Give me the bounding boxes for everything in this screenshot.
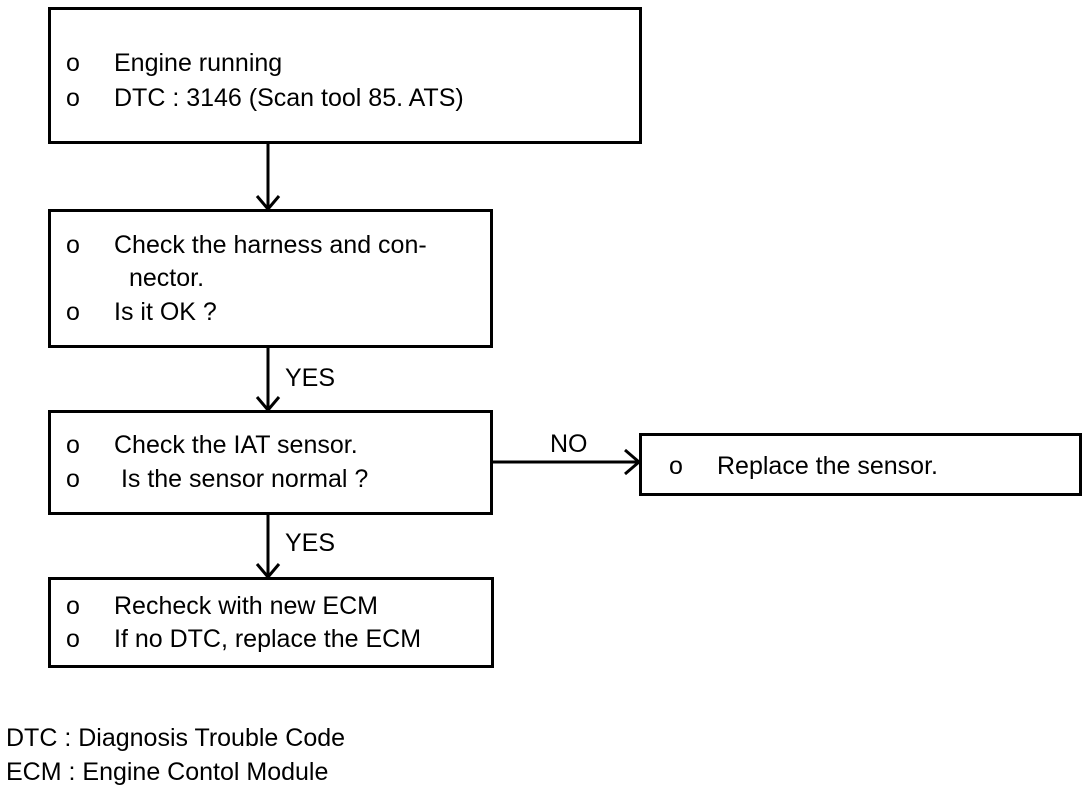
- no-label: NO: [550, 430, 588, 458]
- bullet: o: [669, 452, 683, 480]
- bullet: o: [66, 625, 80, 653]
- step4-line-replace-ecm: If no DTC, replace the ECM: [114, 625, 422, 653]
- bullet: o: [66, 592, 80, 620]
- replace-sensor-box: o Replace the sensor.: [639, 433, 1082, 496]
- step3-line-check-iat: Check the IAT sensor.: [114, 431, 358, 459]
- replace-sensor-text: Replace the sensor.: [717, 452, 938, 480]
- step3-line-sensor-normal: Is the sensor normal ?: [114, 465, 369, 493]
- step2-line-check-harness: Check the harness and con-: [114, 231, 427, 259]
- yes-label-2: YES: [285, 529, 336, 557]
- step4-box: o Recheck with new ECM o If no DTC, repl…: [48, 577, 494, 668]
- legend-dtc: DTC : Diagnosis Trouble Code: [6, 724, 346, 752]
- bullet: o: [66, 431, 80, 459]
- step2-line-check-harness-cont: nector.: [129, 264, 205, 292]
- step2-line-is-it-ok: Is it OK ?: [114, 298, 217, 326]
- legend-ecm: ECM : Engine Contol Module: [6, 758, 329, 786]
- bullet: o: [66, 231, 80, 259]
- step1-box: o Engine running o DTC : 3146 (Scan tool…: [48, 7, 642, 144]
- bullet: o: [66, 465, 80, 493]
- bullet: o: [66, 298, 80, 326]
- step1-line-engine-running: Engine running: [114, 49, 283, 77]
- step3-box: o Check the IAT sensor. o Is the sensor …: [48, 410, 493, 515]
- bullet: o: [66, 49, 80, 77]
- step2-box: o Check the harness and con- nector. o I…: [48, 209, 493, 348]
- step4-line-recheck: Recheck with new ECM: [114, 592, 378, 620]
- yes-label-1: YES: [285, 364, 336, 392]
- bullet: o: [66, 84, 80, 112]
- step1-line-dtc: DTC : 3146 (Scan tool 85. ATS): [114, 84, 464, 112]
